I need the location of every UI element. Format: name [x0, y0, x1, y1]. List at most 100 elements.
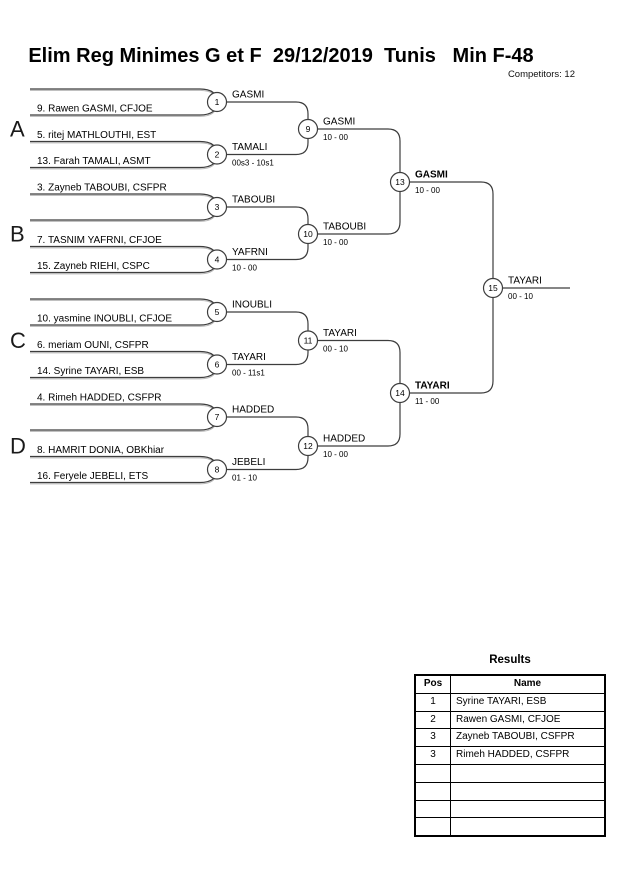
match-circle [482, 277, 504, 299]
winner-name: TABOUBI [232, 195, 275, 206]
player-name: 16. Feryele JEBELI, ETS [37, 471, 148, 482]
match-score: 00 - 10 [508, 292, 533, 301]
bracket-connector [317, 402, 401, 447]
match-number: 13 [395, 177, 405, 187]
results-pos-cell: 1 [414, 692, 451, 712]
match-score: 00s3 - 10s1 [232, 159, 274, 168]
results-name-cell: Rimeh HADDED, CSFPR [450, 746, 606, 765]
winner-name: TABOUBI [323, 222, 366, 233]
match-number: 12 [303, 441, 313, 451]
match-circle [297, 435, 319, 457]
match-circle [206, 301, 228, 323]
winner-name: TAYARI [323, 328, 357, 339]
results-name-cell [450, 799, 606, 819]
page-title: Elim Reg Minimes G et F 29/12/2019 Tunis… [28, 45, 534, 67]
results-row [414, 781, 606, 801]
winner-name: TAMALI [232, 142, 267, 153]
bracket-connector [226, 138, 309, 156]
match-number: 8 [215, 465, 220, 475]
slot-line-shadow [30, 194, 218, 209]
bracket-connector [409, 297, 494, 394]
winner-name: YAFRNI [232, 247, 268, 258]
bracket-connector [226, 206, 309, 225]
slot-line [30, 193, 218, 208]
match-number: 1 [215, 97, 220, 107]
competitors-count: Competitors: 12 [507, 69, 575, 80]
bracket-connector [317, 128, 401, 173]
results-name-cell [450, 781, 606, 801]
results-pos-cell [414, 817, 451, 837]
match-score: 10 - 00 [323, 450, 348, 459]
bracket-connector [226, 101, 309, 120]
bracket-connector [317, 339, 401, 384]
results-header-pos: Pos [414, 674, 451, 694]
match-circle [389, 171, 411, 193]
winner-name: JEBELI [232, 457, 265, 468]
results-name-cell [450, 817, 606, 837]
match-number: 14 [395, 388, 405, 398]
results-pos-cell: 3 [414, 746, 451, 765]
match-circle [206, 249, 228, 270]
results-row [414, 799, 606, 819]
results-pos-cell [414, 763, 451, 783]
bracket-diagram: 9. Rawen GASMI, CFJOE 5. ritej MATHLOUTHI… [10, 88, 570, 485]
bracket-connector [226, 350, 309, 366]
match-circle [206, 354, 228, 375]
bracket-connector [226, 243, 309, 261]
slot-line [30, 298, 218, 313]
results-title: Results [489, 654, 531, 666]
slot-line [30, 245, 218, 260]
match-circle [297, 223, 319, 245]
slot-line [30, 88, 218, 103]
match-circle [297, 118, 319, 140]
section-label: C [10, 328, 26, 353]
bracket-connector [226, 416, 309, 437]
section-label: D [10, 434, 26, 459]
match-number: 7 [215, 412, 220, 422]
match-number: 4 [215, 255, 220, 265]
slot-line [30, 140, 218, 155]
results-pos-cell: 3 [414, 728, 451, 748]
player-name: 7. TASNIM YAFRNI, CFJOE [37, 235, 162, 246]
match-circle [206, 196, 228, 218]
match-score: 10 - 00 [415, 186, 440, 195]
slot-line-shadow [30, 404, 218, 419]
winner-name: INOUBLI [232, 300, 272, 311]
match-score: 10 - 00 [232, 264, 257, 273]
slot-line-shadow [30, 89, 218, 104]
match-circle [389, 382, 411, 404]
match-score: 00 - 11s1 [232, 369, 265, 378]
match-score: 10 - 00 [323, 133, 348, 142]
results-header-row: Pos Name [414, 674, 606, 694]
slot-line [30, 206, 218, 221]
slot-line [30, 416, 218, 431]
match-number: 2 [215, 150, 220, 160]
match-circle [206, 406, 228, 428]
player-name: 6. meriam OUNI, CSFPR [37, 340, 149, 351]
player-name: 8. HAMRIT DONIA, OBKhiar [37, 445, 165, 456]
slot-line-shadow [30, 457, 218, 471]
match-circle [206, 459, 228, 480]
match-number: 3 [215, 202, 220, 212]
section-label: A [10, 117, 25, 142]
match-score: 00 - 10 [323, 345, 348, 354]
match-number: 15 [488, 283, 498, 293]
match-number: 9 [306, 124, 311, 134]
slot-line-shadow [30, 299, 218, 314]
results-pos-cell [414, 781, 451, 801]
winner-name: HADDED [232, 405, 274, 416]
player-name: 5. ritej MATHLOUTHI, EST [37, 130, 156, 141]
match-score: 10 - 00 [323, 238, 348, 247]
slot-line-shadow [30, 142, 218, 156]
player-name: 9. Rawen GASMI, CFJOE [37, 104, 153, 115]
winner-name: GASMI [415, 170, 448, 181]
winner-name: GASMI [323, 117, 355, 128]
winner-name: HADDED [323, 434, 365, 445]
match-number: 5 [215, 307, 220, 317]
